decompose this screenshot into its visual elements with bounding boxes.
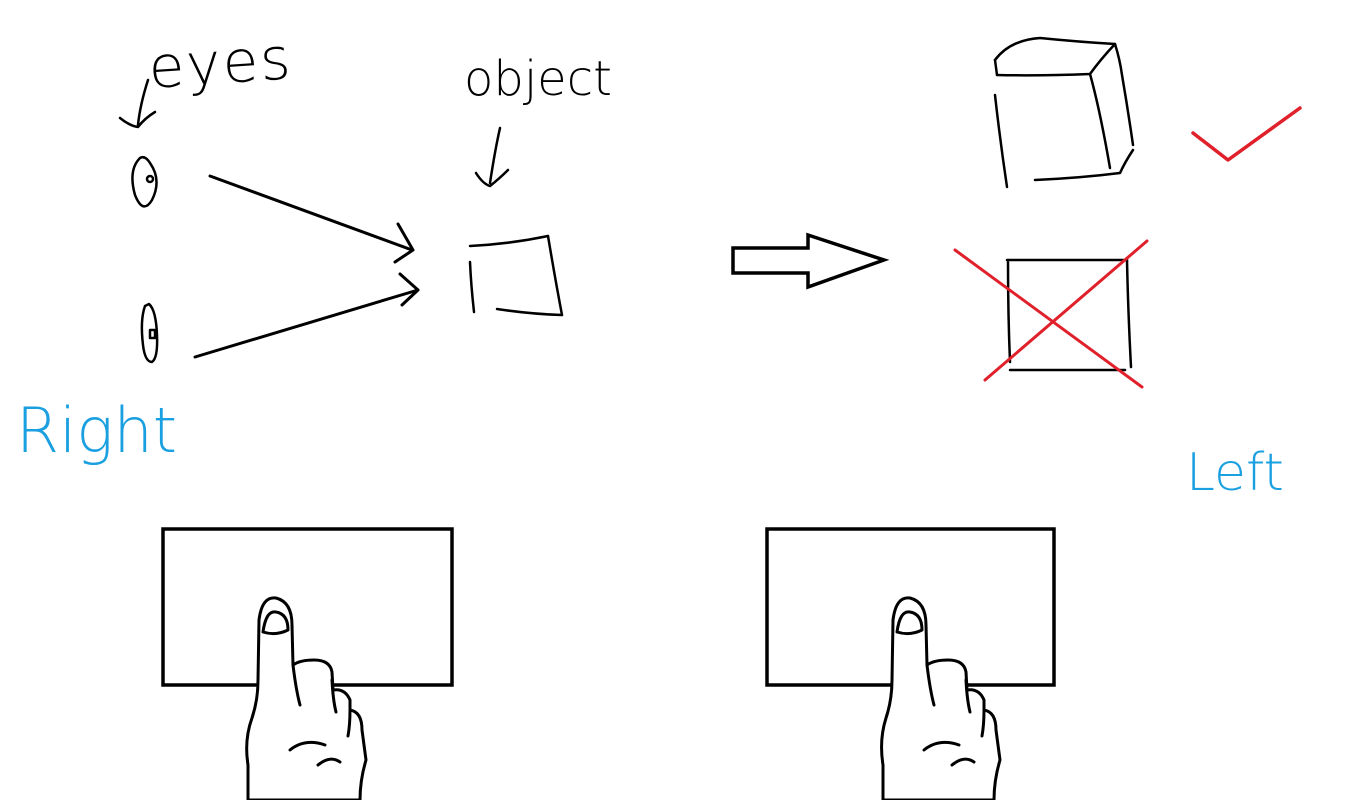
object-pointer-arrow <box>474 126 510 188</box>
right-label: Right <box>16 394 177 467</box>
pointing-hand-icon <box>245 596 368 800</box>
check-mark-icon <box>1191 106 1302 162</box>
sight-line-lower <box>193 272 420 359</box>
cube-3d <box>993 36 1135 189</box>
eyes-pointer-arrow <box>118 78 157 129</box>
flat-square <box>1005 258 1133 372</box>
eye-icon <box>131 155 158 208</box>
cross-mark-icon <box>953 239 1149 389</box>
object-label: object <box>464 51 612 107</box>
object-square <box>468 234 564 317</box>
eye-icon <box>140 302 159 364</box>
right-arrow-icon <box>731 232 890 290</box>
left-label: Left <box>1186 443 1284 503</box>
sight-line-upper <box>208 174 415 264</box>
pointing-hand-icon <box>880 596 1002 800</box>
eyes-label: eyes <box>146 24 294 102</box>
